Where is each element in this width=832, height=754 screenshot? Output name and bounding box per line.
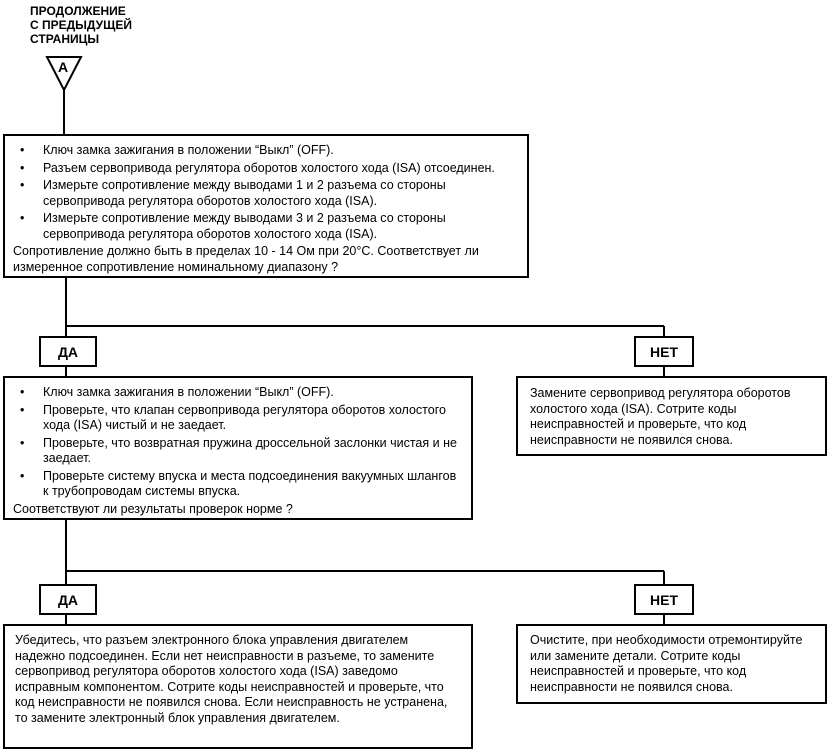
step1-bullet: Измерьте сопротивление между выводами 1 … [13, 178, 517, 209]
step2-bullet: Проверьте, что возвратная пружина дроссе… [13, 436, 461, 467]
step3-no-box: Очистите, при необходимости отремонтируй… [516, 624, 827, 704]
continuation-triangle [45, 56, 83, 93]
step3-yes-text: Убедитесь, что разъем электронного блока… [15, 633, 448, 725]
step2-yes-box: Ключ замка зажигания в положении “Выкл” … [3, 376, 473, 520]
step1-bullet: Измерьте сопротивление между выводами 3 … [13, 211, 517, 242]
step1-question: Сопротивление должно быть в пределах 10 … [13, 244, 479, 274]
step2-bullet: Проверьте систему впуска и места подсоед… [13, 469, 461, 500]
step2-no-text: Замените сервопривод регулятора оборотов… [530, 386, 791, 447]
step1-bullet-list: Ключ замка зажигания в положении “Выкл” … [13, 143, 517, 242]
step1-bullet: Ключ замка зажигания в положении “Выкл” … [13, 143, 517, 159]
step1-bullet: Разъем сервопривода регулятора оборотов … [13, 161, 517, 177]
step3-no-text: Очистите, при необходимости отремонтируй… [530, 633, 803, 694]
step2-question: Соответствуют ли результаты проверок нор… [13, 501, 293, 516]
continuation-marker-letter: A [58, 59, 69, 75]
step2-no-box: Замените сервопривод регулятора оборотов… [516, 376, 827, 456]
step1-box: Ключ замка зажигания в положении “Выкл” … [3, 134, 529, 278]
branch1-no-label: НЕТ [634, 336, 694, 367]
branch1-yes-label: ДА [39, 336, 97, 367]
step2-bullet: Ключ замка зажигания в положении “Выкл” … [13, 385, 461, 401]
continuation-text: ПРОДОЛЖЕНИЕ С ПРЕДЫДУЩЕЙ СТРАНИЦЫ [30, 4, 132, 46]
step2-bullet-list: Ключ замка зажигания в положении “Выкл” … [13, 385, 461, 500]
step3-yes-box: Убедитесь, что разъем электронного блока… [3, 624, 473, 749]
branch2-yes-label: ДА [39, 584, 97, 615]
step2-bullet: Проверьте, что клапан сервопривода регул… [13, 403, 461, 434]
branch2-no-label: НЕТ [634, 584, 694, 615]
